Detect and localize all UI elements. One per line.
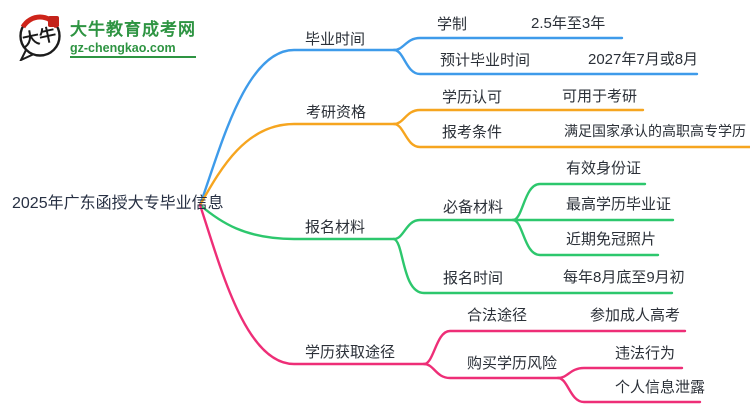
- branch-postgrad-eligibility-connectors: [198, 108, 750, 207]
- connector-study-duration: [392, 36, 624, 52]
- leaf-study-duration-value: 2.5年至3年: [531, 15, 606, 32]
- branch-graduation-time-connectors: [198, 36, 699, 207]
- leaf-registration-time-label: 报名时间: [443, 270, 504, 287]
- connector-degree-recognition: [392, 108, 645, 126]
- branch-registration-materials-label: 报名材料: [305, 219, 366, 236]
- connector-registration-time: [392, 237, 674, 295]
- connector-root-to-acquisition: [198, 203, 426, 366]
- leaf-legal-way-value: 参加成人高考: [590, 307, 681, 324]
- leaf-expected-graduation-value: 2027年7月或8月: [588, 51, 699, 68]
- connector-required-materials: [392, 218, 515, 241]
- leaf-degree-recognition-value: 可用于考研: [562, 88, 638, 105]
- connector-info-leak: [556, 376, 702, 404]
- leaf-expected-graduation-label: 预计毕业时间: [440, 52, 531, 69]
- connector-valid-id: [511, 182, 647, 222]
- connector-recent-photo: [511, 218, 660, 257]
- root-topic: 2025年广东函授大专毕业信息: [12, 195, 224, 212]
- connector-illegal-act: [556, 366, 684, 380]
- leaf-application-condition-value: 满足国家承认的高职高专学历: [564, 123, 746, 139]
- leaf-registration-time-value: 每年8月底至9月初: [563, 269, 685, 286]
- leaf-legal-way-label: 合法途径: [467, 307, 528, 324]
- node-purchase-risk-label: 购买学历风险: [467, 355, 558, 372]
- branch-postgrad-eligibility-label: 考研资格: [306, 104, 367, 121]
- logo-text-block: 大牛教育成考网 gz-chengkao.com: [70, 15, 196, 58]
- node-required-materials-label: 必备材料: [443, 199, 504, 216]
- mascot-red-seal: [48, 16, 59, 27]
- logo-site-name: 大牛教育成考网: [70, 19, 196, 39]
- logo-site-url: gz-chengkao.com: [70, 41, 196, 58]
- leaf-recent-photo: 近期免冠照片: [566, 231, 657, 248]
- connector-root-to-postgrad: [198, 122, 396, 207]
- connector-expected-graduation: [392, 48, 699, 76]
- mascot-speech-bubble-icon: 大牛: [19, 14, 61, 61]
- leaf-info-leak: 个人信息泄露: [615, 379, 706, 396]
- branch-degree-acquisition-connectors: [198, 203, 702, 404]
- leaf-valid-id: 有效身份证: [566, 160, 642, 177]
- leaf-application-condition-label: 报考条件: [442, 124, 503, 141]
- leaf-degree-recognition-label: 学历认可: [442, 89, 503, 106]
- connector-root-to-materials: [198, 203, 396, 241]
- connector-purchase-risk: [422, 362, 560, 380]
- branch-degree-acquisition-label: 学历获取途径: [305, 344, 396, 361]
- site-logo: 大牛 大牛教育成考网 gz-chengkao.com: [16, 11, 196, 61]
- connector-legal-way: [422, 329, 687, 366]
- branch-registration-materials-connectors: [198, 182, 675, 295]
- leaf-illegal-act: 违法行为: [615, 345, 676, 362]
- connector-application-condition: [392, 122, 750, 149]
- branch-graduation-time-label: 毕业时间: [305, 31, 366, 48]
- leaf-study-duration-label: 学制: [437, 16, 468, 33]
- leaf-highest-diploma: 最高学历毕业证: [566, 196, 672, 213]
- connector-root-to-graduation-time: [198, 48, 396, 207]
